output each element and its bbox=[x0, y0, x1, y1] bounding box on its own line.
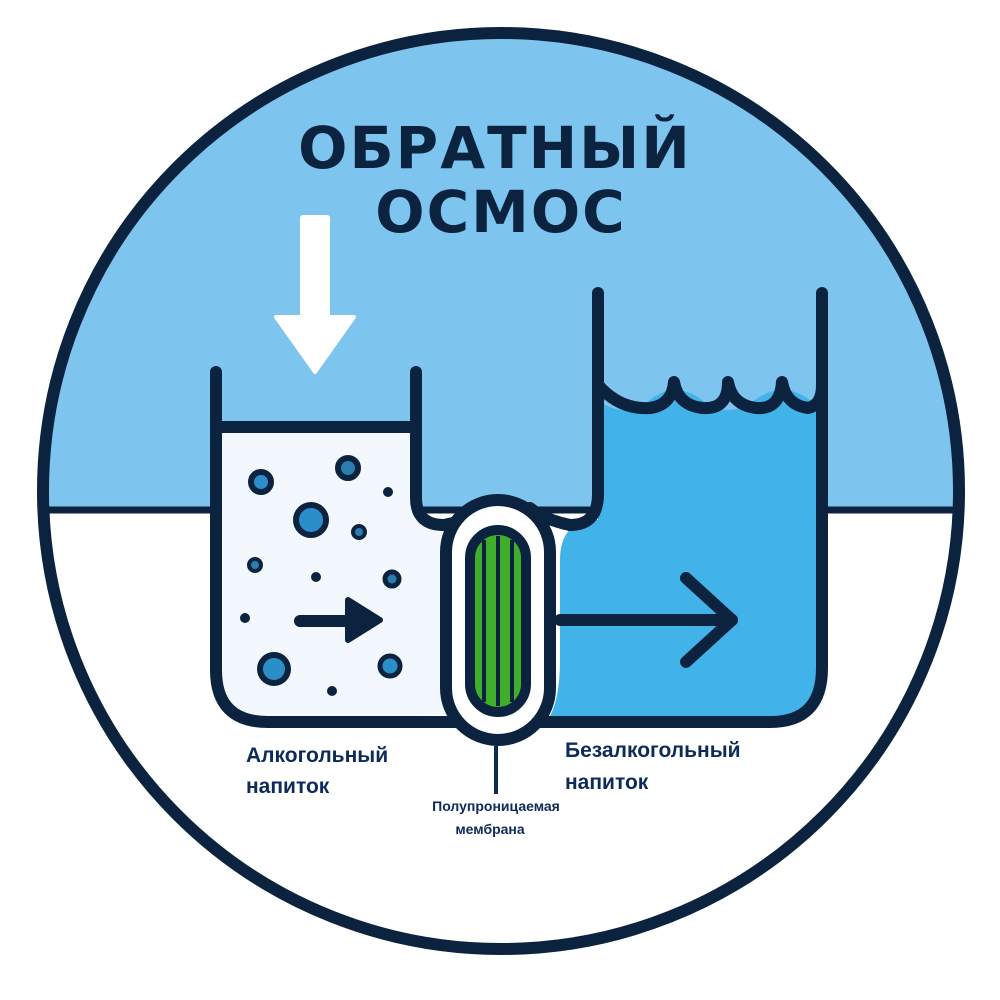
arrow-down-icon bbox=[274, 215, 356, 374]
title-line-1: ОБРАТНЫЙ bbox=[298, 113, 692, 182]
label-membrane-line-1: Полупроницаемая bbox=[432, 798, 560, 814]
alcohol-particles bbox=[240, 455, 403, 696]
right-tank-outline bbox=[534, 287, 828, 728]
chevron-arrow-right-icon bbox=[554, 572, 738, 668]
non-alcoholic-liquid bbox=[548, 390, 822, 720]
outer-circle bbox=[37, 27, 965, 955]
label-membrane-line-2: мембрана bbox=[455, 821, 525, 837]
left-tank-outline bbox=[210, 366, 466, 728]
membrane-filter-icon bbox=[440, 494, 556, 746]
label-non-alcoholic-line-1: Безалкогольный bbox=[565, 739, 741, 762]
title-line-2: ОСМОС bbox=[375, 178, 626, 246]
right-tank bbox=[548, 376, 828, 720]
label-alcoholic-line-1: Алкогольный bbox=[246, 744, 388, 767]
alcoholic-liquid bbox=[220, 427, 446, 718]
water-surface-wave bbox=[593, 376, 828, 415]
label-non-alcoholic-line-2: напиток bbox=[565, 771, 649, 794]
arrow-right-icon bbox=[294, 597, 383, 643]
label-alcoholic-line-2: напиток bbox=[246, 775, 330, 798]
sky-background bbox=[43, 33, 959, 510]
